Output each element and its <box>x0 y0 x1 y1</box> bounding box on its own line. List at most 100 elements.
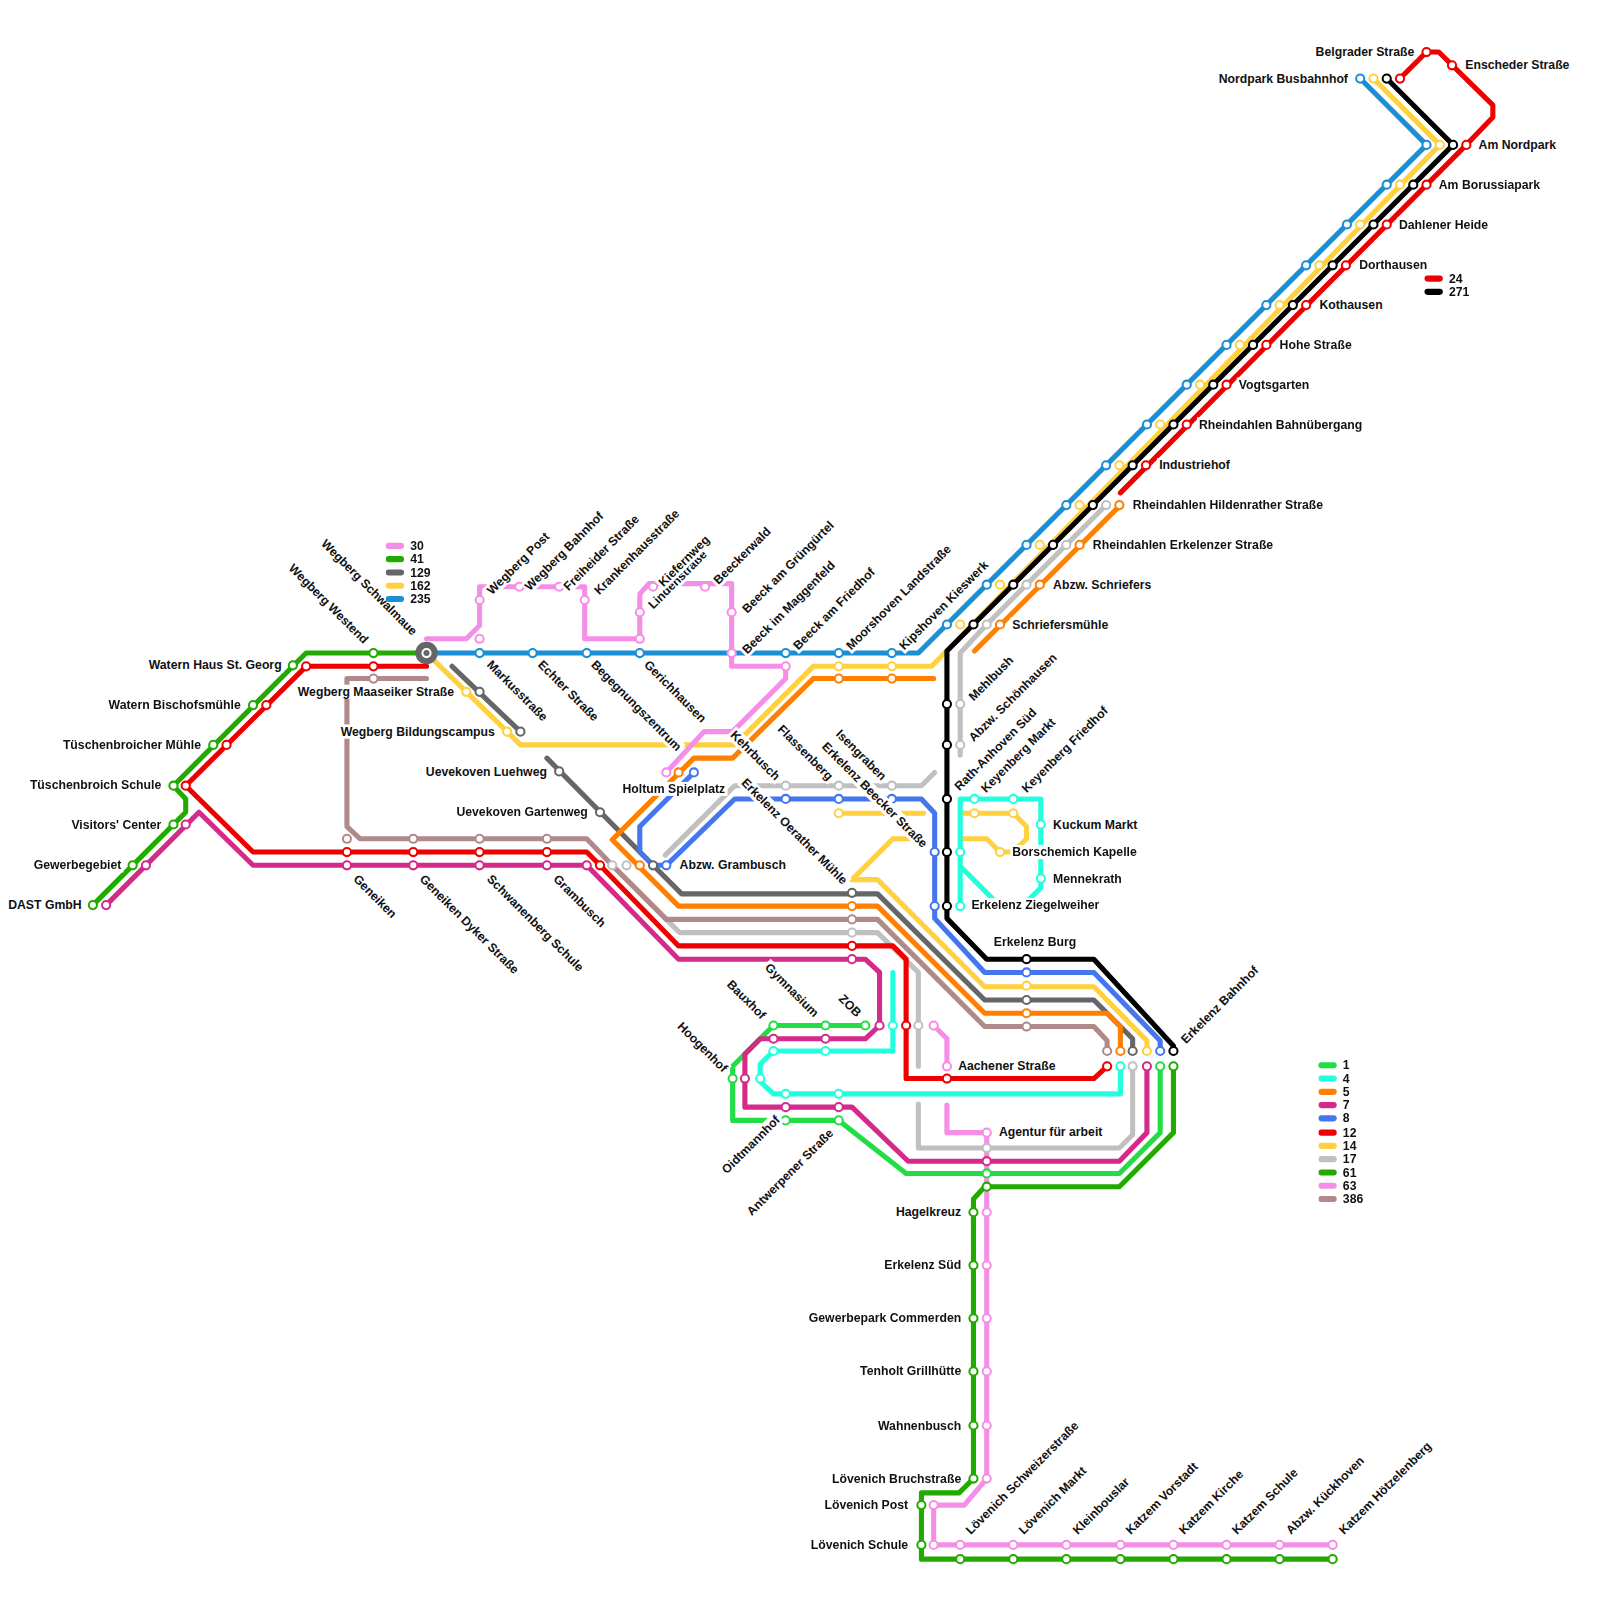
station-dot <box>636 608 644 616</box>
station-dot <box>848 915 856 923</box>
station-dot <box>182 782 190 790</box>
station-dot <box>1062 541 1070 549</box>
legend-swatch <box>1424 276 1442 282</box>
station-dot <box>1062 501 1070 509</box>
legend-swatch <box>1318 1089 1336 1095</box>
station-dot <box>943 1074 951 1082</box>
station-name: Erkelenz Beecker Straße <box>818 738 932 852</box>
station-dot <box>169 782 177 790</box>
station-dot <box>1022 541 1030 549</box>
station-dot <box>662 861 670 869</box>
station-name: Dorthausen <box>1357 258 1429 272</box>
route-line <box>921 1066 1332 1559</box>
route-line <box>427 584 786 773</box>
station-dot <box>1116 1062 1124 1070</box>
legend-swatch <box>386 596 404 602</box>
station-dot <box>983 581 991 589</box>
station-dot <box>1009 795 1017 803</box>
station-dot <box>343 861 351 869</box>
station-name: Hohe Straße <box>1278 338 1354 352</box>
station-dot <box>1116 1555 1124 1563</box>
station-dot <box>1156 1047 1164 1055</box>
station-name: Hoogenhof <box>673 1018 732 1077</box>
station-dot <box>596 861 604 869</box>
station-name: Agentur für arbeit <box>997 1124 1104 1138</box>
station-dot <box>782 649 790 657</box>
station-dot <box>821 1021 829 1029</box>
station-name: Erkelenz Burg <box>992 935 1078 949</box>
station-dot <box>209 741 217 749</box>
station-dot <box>835 1116 843 1124</box>
station-dot <box>782 1090 790 1098</box>
station-dot <box>969 1314 977 1322</box>
station-name: Kothausen <box>1317 298 1384 312</box>
station-dot <box>1022 1022 1030 1030</box>
station-dot <box>983 1157 991 1165</box>
station-dot <box>888 782 896 790</box>
station-name: Katzem Hötzelenberg <box>1335 1438 1436 1539</box>
station-name: Lövenich Bruchstraße <box>830 1471 963 1485</box>
route-number: 63 <box>1341 1178 1359 1192</box>
station-dot <box>102 901 110 909</box>
station-name: Kuckum Markt <box>1051 817 1139 831</box>
station-dot <box>1289 301 1297 309</box>
legend-swatch <box>386 556 404 562</box>
station-dot <box>476 848 484 856</box>
station-dot <box>889 1021 897 1029</box>
station-dot <box>983 1421 991 1429</box>
station-dot <box>1262 301 1270 309</box>
station-dot <box>1356 220 1364 228</box>
station-dot <box>902 1021 910 1029</box>
station-dot <box>728 608 736 616</box>
route-number: 5 <box>1341 1085 1352 1099</box>
station-dot <box>943 700 951 708</box>
station-dot <box>983 620 991 628</box>
station-dot <box>1236 341 1244 349</box>
station-dot <box>1422 141 1430 149</box>
station-name: Lövenich Post <box>822 1498 910 1512</box>
station-dot <box>1129 1062 1137 1070</box>
station-dot <box>1436 141 1444 149</box>
station-name: Hagelkreuz <box>894 1205 963 1219</box>
station-dot <box>848 889 856 897</box>
station-dot <box>943 902 951 910</box>
route-number: 271 <box>1447 285 1472 299</box>
station-dot <box>543 835 551 843</box>
legend-swatch <box>1318 1156 1336 1162</box>
station-dot <box>931 848 939 856</box>
station-dot <box>983 1183 991 1191</box>
station-dot <box>782 795 790 803</box>
station-dot <box>848 942 856 950</box>
station-dot <box>529 649 537 657</box>
route-line <box>427 79 1440 745</box>
station-dot <box>1222 1541 1230 1549</box>
route-number: 386 <box>1341 1192 1366 1206</box>
station-name: Am Nordpark <box>1477 138 1559 152</box>
route-line <box>427 79 1427 653</box>
station-dot <box>369 674 377 682</box>
station-dot <box>983 1367 991 1375</box>
legend-swatch <box>1318 1129 1336 1135</box>
station-dot <box>931 902 939 910</box>
station-dot <box>1129 1047 1137 1055</box>
station-name: Borschemich Kapelle <box>1010 845 1139 859</box>
station-dot <box>1049 541 1057 549</box>
station-dot <box>1462 141 1470 149</box>
station-name: Rheindahlen Erkelenzer Straße <box>1091 538 1275 552</box>
station-dot <box>596 808 604 816</box>
station-dot <box>943 1062 951 1070</box>
route-line <box>186 666 1107 1078</box>
station-dot <box>1329 1555 1337 1563</box>
station-dot <box>835 674 843 682</box>
station-dot <box>462 688 470 696</box>
route-number: 61 <box>1341 1165 1359 1179</box>
station-dot <box>1115 501 1123 509</box>
route-line <box>1120 52 1492 493</box>
legend-swatch <box>1318 1102 1336 1108</box>
station-name: Enscheder Straße <box>1463 58 1571 72</box>
station-dot <box>1196 381 1204 389</box>
station-dot <box>969 620 977 628</box>
station-dot <box>1009 1541 1017 1549</box>
station-dot <box>636 635 644 643</box>
station-dot <box>1183 381 1191 389</box>
